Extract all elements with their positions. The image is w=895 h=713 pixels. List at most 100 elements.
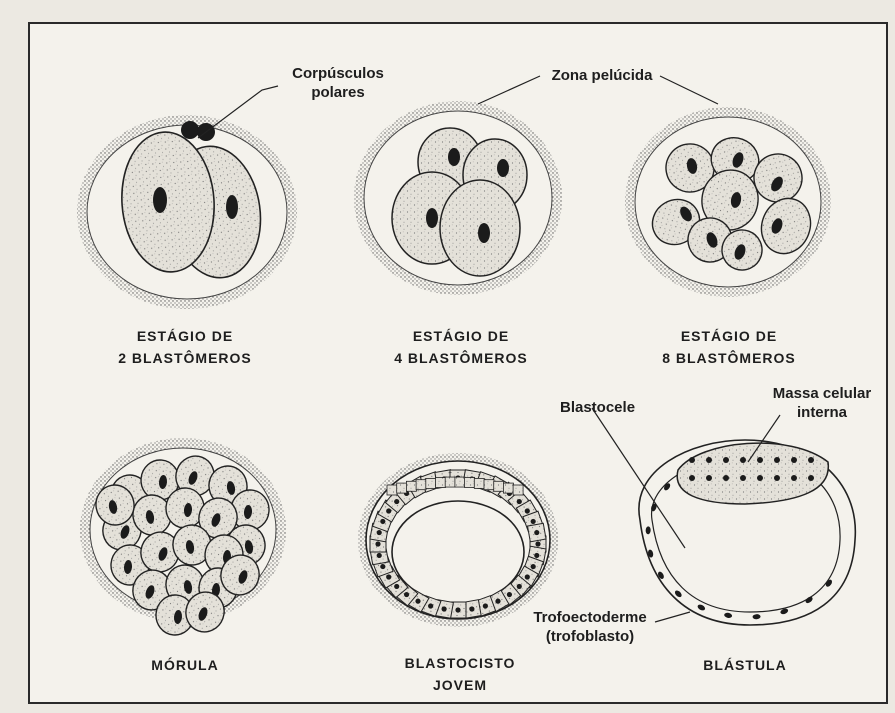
nucleus (534, 553, 539, 558)
nucleus (525, 574, 530, 579)
annotation-line: Massa celular (762, 384, 882, 403)
zona-pointer-right (660, 76, 718, 104)
nucleus (377, 530, 382, 535)
nucleus (808, 457, 814, 463)
nucleus (535, 541, 540, 546)
nucleus (442, 606, 447, 611)
nucleus (375, 541, 380, 546)
trophoblast-cell (494, 481, 504, 491)
label-inner-cell-mass: Massa celular interna (762, 384, 882, 422)
annotation-line: (trofoblasto) (520, 627, 660, 646)
nucleus (531, 519, 536, 524)
nucleus (478, 223, 490, 243)
nucleus (495, 599, 500, 604)
morula (80, 438, 286, 637)
nucleus (723, 475, 729, 481)
caption-line: MÓRULA (120, 654, 250, 676)
nucleus (740, 457, 746, 463)
trophoblast-cell (397, 483, 407, 493)
trophectoderm-pointer (655, 612, 690, 622)
annotation-line: polares (278, 83, 398, 102)
annotation-line: Trofoectoderme (520, 608, 660, 627)
nucleus (153, 187, 167, 213)
nucleus (774, 457, 780, 463)
trophoblast-cell (406, 481, 416, 491)
annotation-line: Corpúsculos (278, 64, 398, 83)
two-cell-stage (77, 86, 297, 309)
caption-line: 4 BLASTÔMEROS (386, 347, 536, 369)
zona-pointer-left (478, 76, 540, 104)
trophoblast-cell (436, 478, 446, 488)
caption-line: ESTÁGIO DE (654, 325, 804, 347)
nucleus (415, 599, 420, 604)
nucleus (774, 475, 780, 481)
caption-line: 8 BLASTÔMEROS (654, 347, 804, 369)
blastula (592, 408, 855, 625)
eight-cell-stage (625, 107, 831, 297)
nucleus (404, 592, 409, 597)
nucleus (507, 592, 512, 597)
nucleus (394, 499, 399, 504)
caption-line: BLASTOCISTO (390, 652, 530, 674)
nucleus (740, 475, 746, 481)
nucleus (757, 475, 763, 481)
nucleus (531, 564, 536, 569)
nucleus (757, 457, 763, 463)
four-cell-stage (354, 101, 562, 295)
nucleus (689, 475, 695, 481)
trophoblast-cell (503, 483, 513, 493)
trophoblast-cell (484, 480, 494, 490)
caption-two-cell: ESTÁGIO DE 2 BLASTÔMEROS (115, 325, 255, 369)
trophoblast-cell (513, 485, 523, 495)
trophoblast-cell (387, 485, 397, 495)
trophoblast-cell (465, 478, 475, 488)
nucleus (455, 607, 460, 612)
trophoblast-cell (426, 478, 436, 488)
trophoblast-cell (474, 478, 484, 488)
nucleus (394, 584, 399, 589)
blastocyst-cavity (392, 501, 524, 603)
nucleus (517, 584, 522, 589)
caption-morula: MÓRULA (120, 654, 250, 676)
nucleus (723, 457, 729, 463)
label-zona-pellucida: Zona pelúcida (542, 66, 662, 85)
caption-line: JOVEM (390, 674, 530, 696)
nucleus (428, 603, 433, 608)
nucleus (380, 564, 385, 569)
caption-line: BLÁSTULA (690, 654, 800, 676)
label-polar-bodies: Corpúsculos polares (278, 64, 398, 102)
nucleus (380, 519, 385, 524)
nucleus (791, 475, 797, 481)
caption-four-cell: ESTÁGIO DE 4 BLASTÔMEROS (386, 325, 536, 369)
polar-body (181, 121, 199, 139)
nucleus (808, 475, 814, 481)
annotation-line: interna (762, 403, 882, 422)
nucleus (497, 159, 509, 177)
nucleus (448, 148, 460, 166)
trophoblast-cell (416, 480, 426, 490)
caption-blastula: BLÁSTULA (690, 654, 800, 676)
nucleus (386, 508, 391, 513)
trophoblast-cell (455, 477, 465, 487)
label-blastocoel: Blastocele (560, 398, 635, 417)
caption-line: ESTÁGIO DE (115, 325, 255, 347)
nucleus (534, 530, 539, 535)
trophoblast-cell (445, 477, 455, 487)
label-trophectoderm: Trofoectoderme (trofoblasto) (520, 608, 660, 646)
young-blastocyst (358, 453, 558, 627)
nucleus (791, 457, 797, 463)
caption-young-blastocyst: BLASTOCISTO JOVEM (390, 652, 530, 696)
nucleus (525, 508, 530, 513)
nucleus (517, 499, 522, 504)
nucleus (706, 475, 712, 481)
nucleus (426, 208, 438, 228)
nucleus (226, 195, 238, 219)
nucleus (483, 603, 488, 608)
caption-eight-cell: ESTÁGIO DE 8 BLASTÔMEROS (654, 325, 804, 369)
nucleus (689, 457, 695, 463)
caption-line: 2 BLASTÔMEROS (115, 347, 255, 369)
nucleus (386, 574, 391, 579)
nucleus (469, 606, 474, 611)
nucleus (377, 553, 382, 558)
